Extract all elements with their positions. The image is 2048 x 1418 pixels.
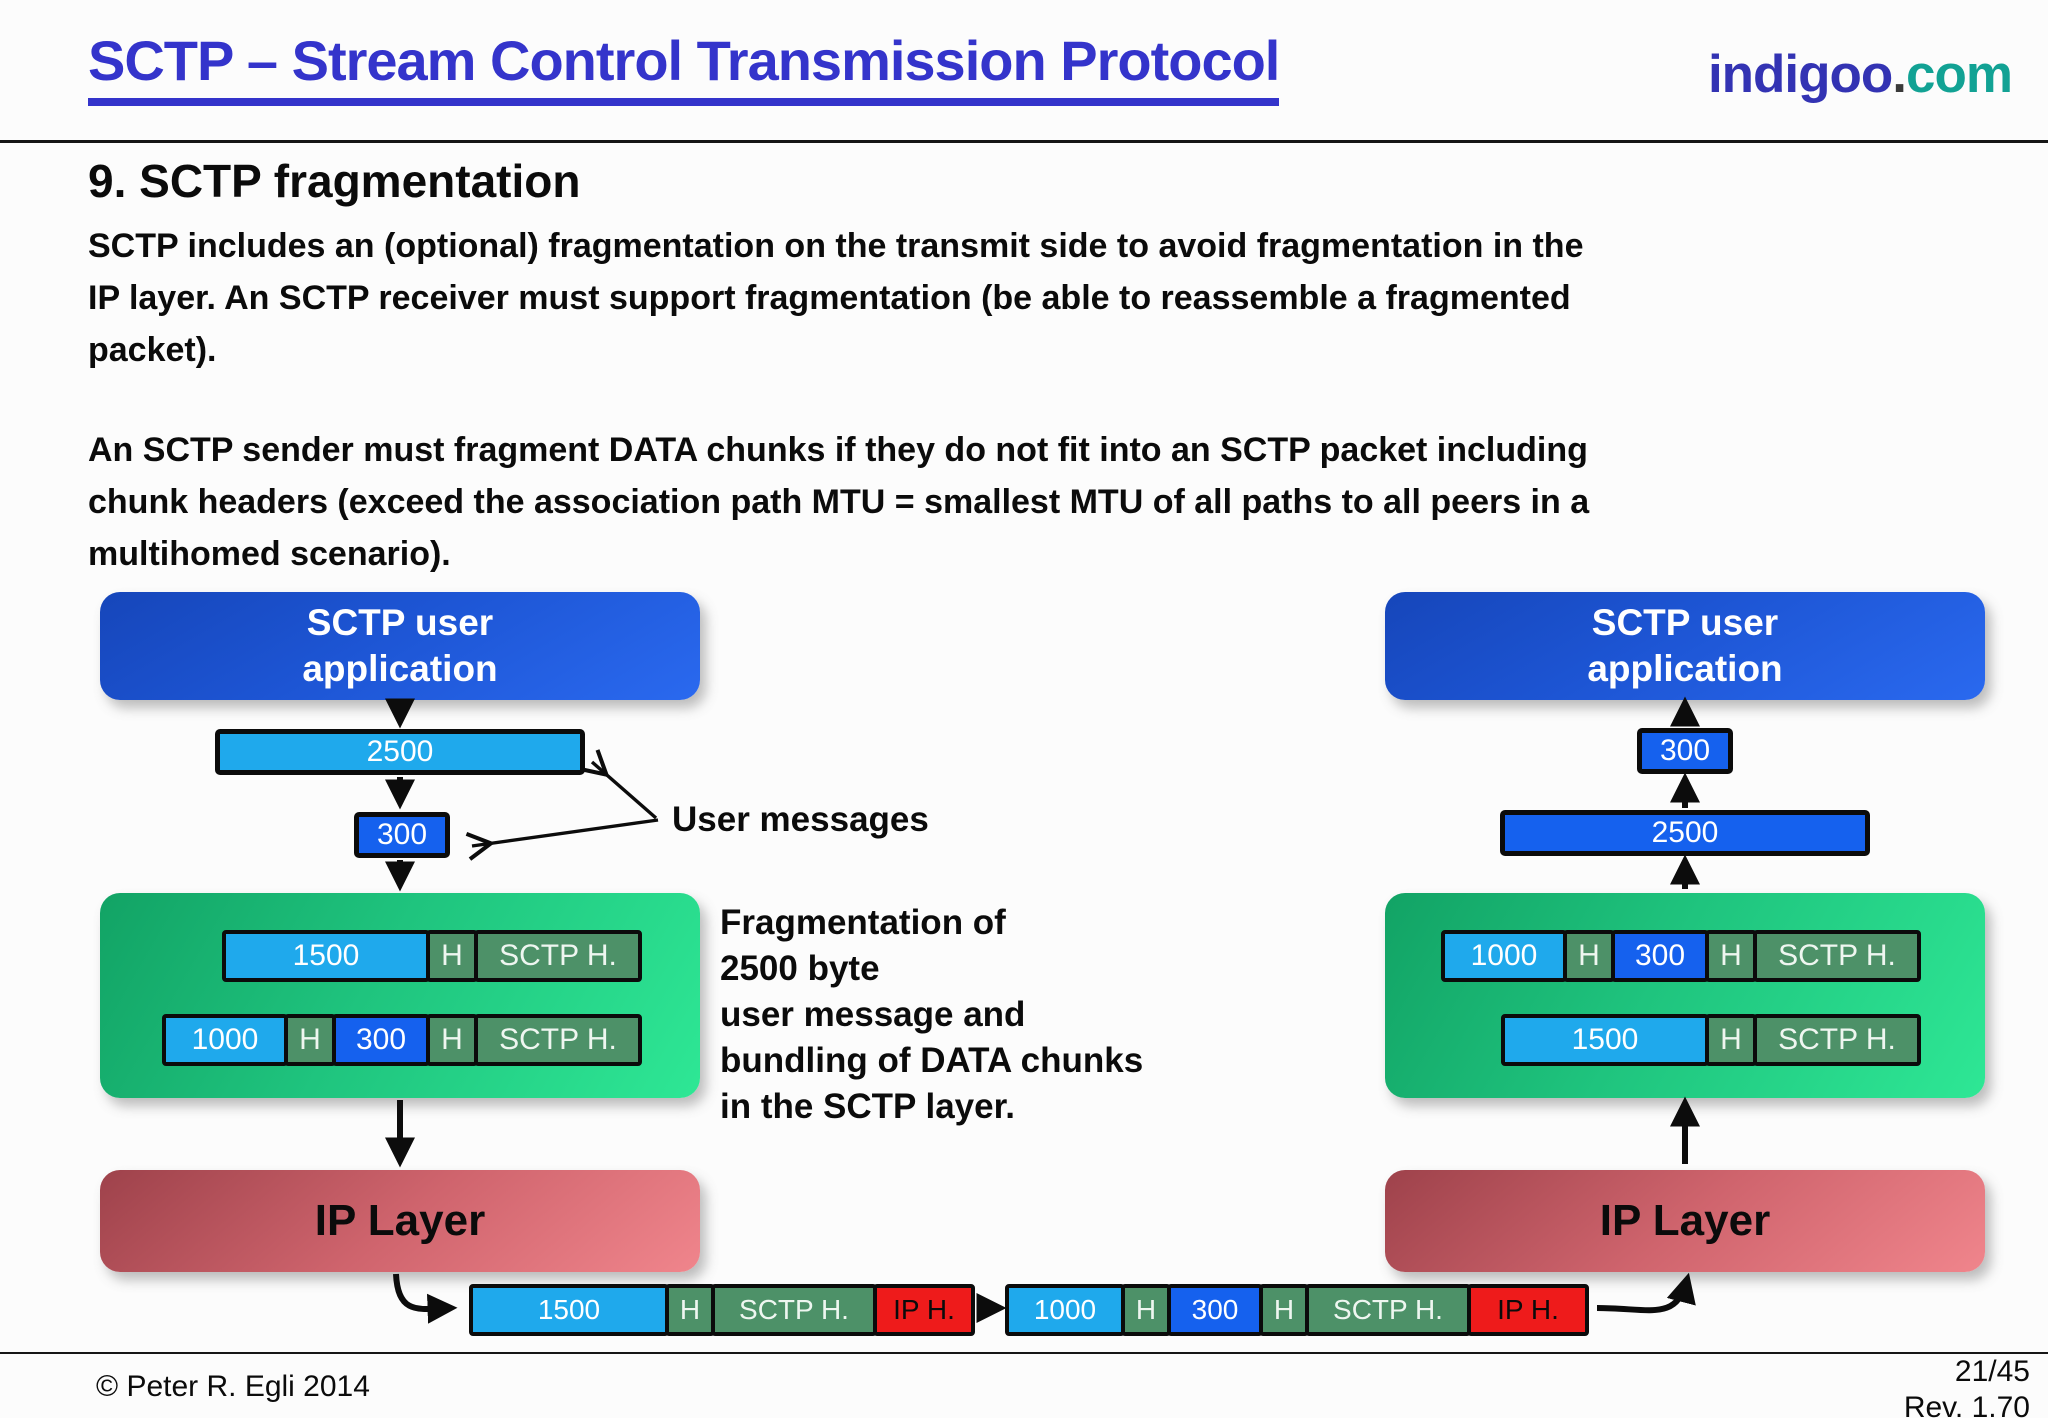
wire-packet-1: 1500 H SCTP H. IP H. xyxy=(469,1284,975,1336)
section-heading: 9. SCTP fragmentation xyxy=(88,155,581,207)
sender-app-box: SCTP user application xyxy=(100,592,700,700)
sctp-header: SCTP H. xyxy=(474,1014,642,1066)
chunk-header-h: H xyxy=(426,1014,478,1066)
sctp-header: SCTP H. xyxy=(711,1284,877,1336)
pointer-user-messages-to-300 xyxy=(465,818,659,861)
wire-packet-2: 1000 H 300 H SCTP H. IP H. xyxy=(1005,1284,1589,1336)
sender-sctp-packet-row-2: 1000 H 300 H SCTP H. xyxy=(162,1014,642,1066)
chunk-data-1500: 1500 xyxy=(469,1284,669,1336)
chunk-data-1500: 1500 xyxy=(222,930,430,982)
paragraph-1: SCTP includes an (optional) fragmentatio… xyxy=(88,227,1584,369)
sctp-header: SCTP H. xyxy=(1753,1014,1921,1066)
user-messages-label: User messages xyxy=(672,800,929,839)
chunk-header-h: H xyxy=(1259,1284,1309,1336)
brand-logo-name: indigoo xyxy=(1707,45,1893,104)
brand-logo: indigoo.com xyxy=(1707,44,2013,105)
sender-sctp-layer-box: 1500 H SCTP H. 1000 H 300 H SCTP H. xyxy=(100,893,700,1098)
chunk-header-h: H xyxy=(1705,1014,1757,1066)
footer-divider xyxy=(0,1352,2048,1354)
chunk-header-h: H xyxy=(1121,1284,1171,1336)
arrow-curve-packet2-to-ip xyxy=(1596,1272,1696,1314)
chunk-data-1000: 1000 xyxy=(1005,1284,1125,1336)
chunk-header-h: H xyxy=(1705,930,1757,982)
brand-logo-tld: com xyxy=(1906,45,2013,104)
ip-header: IP H. xyxy=(1467,1284,1589,1336)
footer-copyright: © Peter R. Egli 2014 xyxy=(96,1370,370,1403)
sctp-header: SCTP H. xyxy=(1305,1284,1471,1336)
chunk-data-300: 300 xyxy=(332,1014,430,1066)
chunk-data-300: 300 xyxy=(1167,1284,1263,1336)
receiver-sctp-packet-row-2: 1500 H SCTP H. xyxy=(1501,1014,1921,1066)
header-divider xyxy=(0,140,2048,143)
paragraph-2: An SCTP sender must fragment DATA chunks… xyxy=(88,431,1590,573)
receiver-sctp-layer-box: 1000 H 300 H SCTP H. 1500 H SCTP H. xyxy=(1385,893,1985,1098)
receiver-sctp-packet-row-1: 1000 H 300 H SCTP H. xyxy=(1441,930,1921,982)
receiver-message-2500: 2500 xyxy=(1500,810,1870,856)
chunk-data-300: 300 xyxy=(1611,930,1709,982)
chunk-data-1500: 1500 xyxy=(1501,1014,1709,1066)
receiver-message-300: 300 xyxy=(1637,728,1733,774)
page-number: 21/45 xyxy=(1954,1355,2030,1388)
chunk-header-h: H xyxy=(284,1014,336,1066)
chunk-data-1000: 1000 xyxy=(1441,930,1567,982)
sctp-header: SCTP H. xyxy=(474,930,642,982)
revision-number: Rev. 1.70 xyxy=(1903,1391,2030,1418)
sender-message-300: 300 xyxy=(354,812,450,858)
receiver-ip-layer-box: IP Layer xyxy=(1385,1170,1985,1272)
ip-header: IP H. xyxy=(873,1284,975,1336)
page-title: SCTP – Stream Control Transmission Proto… xyxy=(88,30,1280,106)
chunk-header-h: H xyxy=(665,1284,715,1336)
sender-message-2500: 2500 xyxy=(215,729,585,775)
sender-sctp-packet-row-1: 1500 H SCTP H. xyxy=(222,930,642,982)
brand-logo-dot: . xyxy=(1892,45,1907,104)
arrow-curve-ip-to-packet1 xyxy=(393,1273,458,1324)
chunk-data-1000: 1000 xyxy=(162,1014,288,1066)
chunk-header-h: H xyxy=(1563,930,1615,982)
footer-page-info: 21/45 Rev. 1.70 xyxy=(1904,1354,2030,1418)
receiver-app-box: SCTP user application xyxy=(1385,592,1985,700)
sender-ip-layer-box: IP Layer xyxy=(100,1170,700,1272)
fragmentation-note: Fragmentation of 2500 byte user message … xyxy=(720,903,1144,1126)
pointer-user-messages-to-2500 xyxy=(580,749,658,820)
chunk-header-h: H xyxy=(426,930,478,982)
sctp-header: SCTP H. xyxy=(1753,930,1921,982)
